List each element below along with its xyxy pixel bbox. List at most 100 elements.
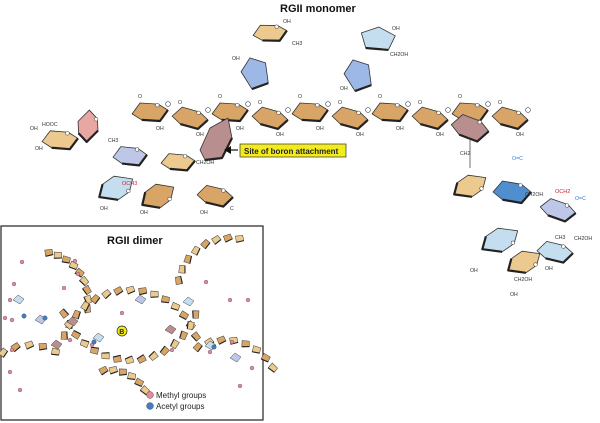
sugar-ring [41,130,79,151]
sugar-ring [77,109,99,144]
sugar-ring [539,198,577,223]
dimer-ring [79,339,90,349]
monomer-title: RGII monomer [280,3,357,15]
label-ch2-right: CH2 [460,151,470,157]
ring-substituent: O [178,100,182,106]
dimer-ring [190,331,201,342]
ring-substituent: OH [236,126,244,132]
dimer-ring [170,338,180,349]
dimer-ring [211,234,222,245]
acetyl-dot [21,313,27,319]
dimer-ring [61,255,71,264]
ring-substituent: OH [316,126,324,132]
dimer-ring [0,347,9,358]
dimer-ring [134,377,145,388]
sugar-ring [507,250,541,274]
label-ch2oh-bottom: CH2OH [514,277,532,283]
methyl-dot [7,369,13,375]
dimer-ring [200,239,211,250]
methyl-dot [203,279,209,285]
dimer-ring [80,301,90,312]
methyl-swatch [146,391,154,399]
dimer-glyphs [0,233,278,396]
ring-substituent: O=C [575,196,586,202]
ring-substituent: O [258,100,262,106]
ring-substituent: OH [436,132,444,138]
dimer-ring [59,308,70,319]
ring-substituent: O [218,94,222,100]
ring-substituent: OH [200,210,208,216]
ring-substituent: OH [396,126,404,132]
dimer-sidechain-ring [92,332,105,343]
dimer-ring [150,290,159,298]
legend-acetyl: Acetyl groups [156,402,204,411]
ring-substituent: OH [196,132,204,138]
dimer-ring [71,309,81,320]
carboxylate-charge [525,107,531,113]
methyl-dot [17,387,23,393]
ring-substituent: OH [140,210,148,216]
methyl-dot [19,259,25,265]
sugar-ring-furanose [360,26,396,52]
ring-substituent: OH [516,132,524,138]
dimer-sidechain-ring [50,339,63,350]
ring-substituent: OH [356,132,364,138]
ring-substituent: OH [100,206,108,212]
methyl-dot [9,317,15,323]
carboxylate-charge [365,107,371,113]
sugar-ring [252,24,288,42]
label-hooc: HOOC [42,122,58,128]
callout-box [239,143,347,158]
methyl-dot [169,347,175,353]
acetyl-dot [91,339,97,345]
methyl-dot [7,297,13,303]
ring-substituent: OH [510,292,518,298]
ring-substituent: OH [283,19,291,25]
ring-substituent: OH [232,56,240,62]
carboxylate-charge [445,107,451,113]
dimer-sidechain-ring [229,352,242,363]
ring-substituent: O [298,94,302,100]
dimer-ring [101,352,110,360]
label-ch2oh-mid: CH2OH [196,160,214,166]
dimer-ring [112,354,122,363]
sugar-ring [251,106,289,130]
sugar-ring [453,174,487,198]
dimer-title: RGII dimer [107,235,163,247]
dimer-ring [50,347,60,356]
label-ch3-left: CH3 [108,138,118,144]
dimer-ring [139,385,150,396]
sugar-ring [160,153,196,172]
ring-substituent: O [138,94,142,100]
dimer-ring [101,289,112,300]
dimer-ring [175,275,183,285]
dimer-ring [71,330,82,340]
dimer-legend: Methyl groups Acetyl groups [146,391,206,411]
dimer-ring [170,301,181,311]
methyl-dot [75,271,81,277]
carboxylate-charge [325,101,331,107]
carboxylate-charge [285,107,291,113]
ring-substituent: CH2OH [390,52,408,58]
sugar-ring [131,102,169,123]
ring-substituent: OH [392,26,400,32]
sugar-ring [536,240,574,264]
dimer-ring [127,371,137,381]
dimer-ring [90,346,100,355]
sugar-ring [481,227,519,253]
carboxylate-charge [485,101,491,107]
dimer-ring [267,362,278,373]
ring-substituent: O [378,94,382,100]
dimer-ring [178,310,189,320]
ring-substituent: O=C [512,156,523,162]
dimer-frame [0,225,264,421]
dimer-ring [118,368,128,376]
methyl-dot [72,258,78,264]
dimer-sidechain-ring [182,296,195,307]
dimer-ring [113,286,124,296]
sugar-ring [98,175,134,201]
dimer-ring [241,340,250,348]
sugar-ring [211,102,249,123]
methyl-dot [119,310,125,316]
